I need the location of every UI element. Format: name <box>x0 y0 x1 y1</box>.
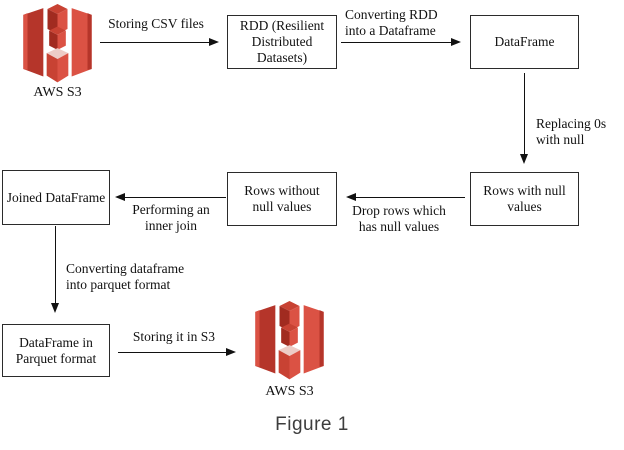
flow-arrow-to-parquet <box>50 226 59 313</box>
arrowhead <box>346 192 356 201</box>
aws-s3-icon <box>23 4 92 83</box>
arrowhead <box>226 347 236 356</box>
edge-label-store-csv: Storing CSV files <box>108 16 204 31</box>
node-parquet: DataFrame in Parquet format <box>2 324 110 377</box>
node-rows-without-null: Rows without null values <box>227 172 337 226</box>
node-rdd: RDD (Resilient Distributed Datasets) <box>227 15 337 69</box>
s3-bottom-label: AWS S3 <box>265 384 314 399</box>
edge-label-replace-zeros: Replacing 0s with null <box>536 116 607 147</box>
arrowhead <box>50 303 59 313</box>
edge-label-rdd-to-df: Converting RDD into a Dataframe <box>345 7 438 38</box>
flow-arrow-inner-join <box>115 192 226 201</box>
arrowhead <box>451 37 461 46</box>
flow-arrow-rdd-to-df <box>341 37 461 46</box>
flow-arrow-store-csv <box>100 37 219 46</box>
arrowhead <box>209 37 219 46</box>
flow-arrow-replace-zeros <box>519 73 528 164</box>
flow-arrow-drop-rows <box>346 192 465 201</box>
edge-label-drop-rows: Drop rows which has null values <box>352 203 446 234</box>
node-joined-dataframe: Joined DataFrame <box>2 170 110 225</box>
figure-caption: Figure 1 <box>275 414 349 435</box>
node-rows-with-null: Rows with null values <box>470 172 579 226</box>
arrowhead <box>115 192 125 201</box>
aws-s3-icon <box>255 301 324 380</box>
arrowhead <box>519 154 528 164</box>
edge-label-inner-join: Performing an inner join <box>132 202 210 233</box>
edge-label-to-parquet: Converting dataframe into parquet format <box>66 261 185 292</box>
s3-top-label: AWS S3 <box>33 85 82 100</box>
node-dataframe: DataFrame <box>470 15 579 69</box>
edge-label-store-s3: Storing it in S3 <box>132 329 216 344</box>
flow-arrow-store-s3 <box>118 347 236 356</box>
